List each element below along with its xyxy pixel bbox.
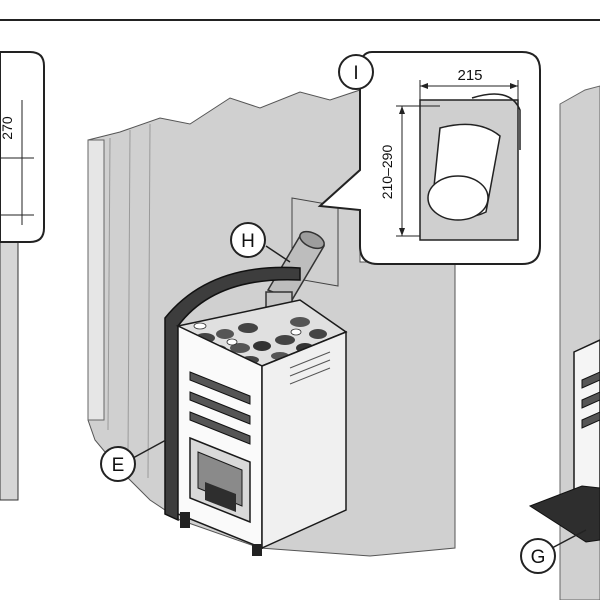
- callout-i-label: I: [353, 63, 358, 84]
- callout-g-label: G: [531, 547, 546, 568]
- side-vent: [289, 351, 331, 385]
- callout-e-label: E: [112, 455, 125, 476]
- protective-back-panel: [164, 266, 301, 522]
- detail-pipe-back: [471, 93, 521, 150]
- dimension-height-label: 210–290: [379, 145, 395, 200]
- callout-e: E: [100, 439, 167, 482]
- callout-h-leader: [265, 245, 291, 263]
- callout-e-leader: [132, 439, 167, 459]
- front-louvers: [189, 371, 251, 445]
- floor-protection-plate: [528, 485, 600, 543]
- dimension-height-arrow-bottom: [399, 228, 405, 236]
- callout-i: I: [338, 54, 374, 90]
- callout-i-circle: [338, 54, 374, 90]
- door-ash-opening: [205, 482, 236, 512]
- heater-foot-front: [252, 544, 262, 556]
- right-heater-fragment: [573, 339, 600, 531]
- wall-groove-3: [147, 123, 151, 479]
- left-dimension-label: 270: [0, 116, 15, 140]
- right-heater-louvers: [581, 371, 600, 429]
- callout-h-circle: [230, 222, 266, 258]
- heater-foot-left: [180, 512, 190, 528]
- callout-g: G: [520, 529, 587, 574]
- detail-pipe-mouth: [427, 175, 489, 221]
- pipe-opening: [299, 230, 325, 250]
- heater-side-face: [261, 330, 347, 550]
- callout-h: H: [230, 222, 291, 263]
- callout-g-circle: [520, 538, 556, 574]
- dimension-width-arrow-left: [420, 83, 428, 89]
- detail-box-i: 215 210–290: [317, 51, 541, 265]
- sauna-heater: [164, 266, 348, 556]
- wall-groove-1: [107, 137, 111, 431]
- dimension-width-arrow-right: [510, 83, 518, 89]
- left-wall-fragment: [0, 239, 19, 501]
- left-partial-scene: 270: [0, 51, 45, 501]
- wall-edge-trim: [87, 139, 105, 421]
- callout-h-label: H: [241, 231, 255, 252]
- wall-groove-2: [127, 129, 131, 456]
- right-partial-scene: [528, 85, 600, 600]
- callout-g-leader: [551, 529, 587, 549]
- dimension-width-label: 215: [457, 67, 482, 84]
- dimension-height-arrow-top: [399, 106, 405, 114]
- callout-e-circle: [100, 446, 136, 482]
